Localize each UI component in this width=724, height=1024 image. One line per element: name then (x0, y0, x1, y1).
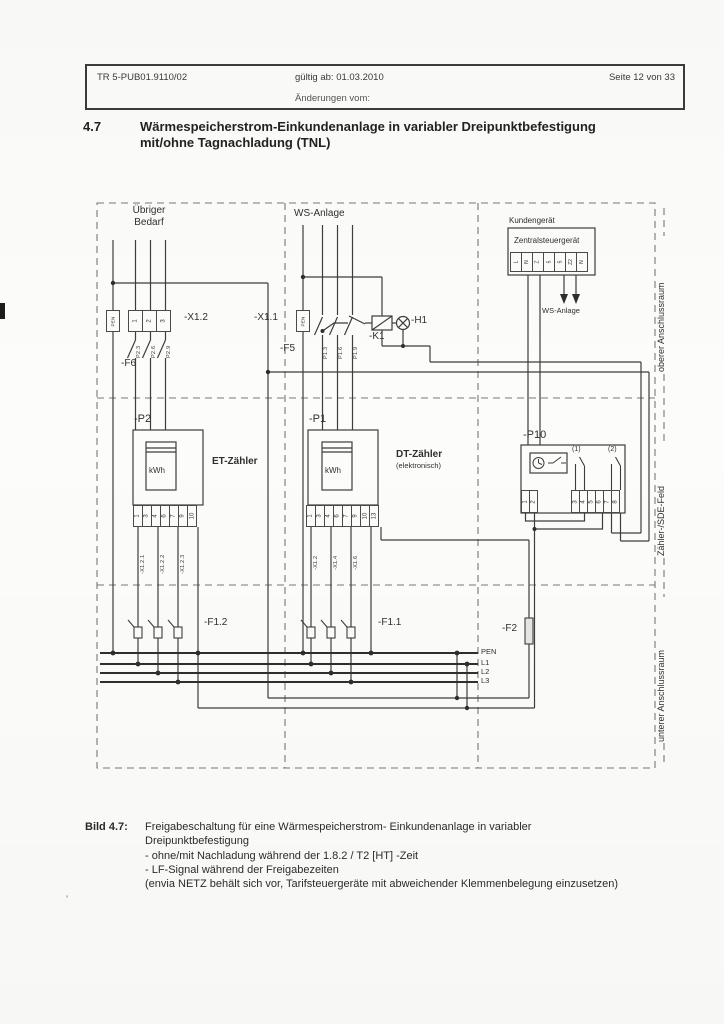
x12-terminal: 3 (156, 310, 171, 332)
p10-contact1-label: (1) (572, 446, 581, 453)
pen-bus-label: PEN (481, 647, 497, 656)
caption-line3: - ohne/mit Nachladung während der 1.8.2 … (145, 849, 419, 862)
ws-anlage-arrows (560, 294, 580, 304)
x12-terminal-strip: 1 2 3 (128, 310, 171, 332)
p10-terminal: 8 (611, 490, 620, 513)
uebriger-label-line2: Bedarf (134, 217, 164, 228)
p1-kwh-label: kWh (325, 466, 341, 475)
x12-label: -X1.2 (184, 312, 208, 323)
f6-wire-label: P2.9 (166, 345, 172, 358)
l2-bus-label: L2 (481, 667, 490, 676)
p2-terminal-strip: 1 3 4 6 7 9 10 (133, 505, 197, 527)
dt-zaehler-sub-label: (elektronisch) (396, 461, 442, 470)
zsg-label: Zentralsteuergerät (514, 236, 580, 245)
uebriger-bedarf-label: Übriger Bedarf (116, 205, 182, 229)
page-number: Seite 12 von 33 (608, 72, 675, 83)
ws-anlage-label: WS-Anlage (294, 208, 345, 219)
caption-text: Freigabeschaltung für eine Wärmespeicher… (145, 820, 618, 891)
x12-terminal: 1 (128, 310, 143, 332)
section-title-line1: Wärmespeicherstrom-Einkundenanlage in va… (140, 119, 596, 134)
p10-contacts (574, 456, 622, 490)
wires (112, 225, 650, 709)
caption-line2: Dreipunktbefestigung (145, 835, 249, 848)
p10-terminal: 2 (529, 490, 538, 513)
f2-fuse-body (524, 617, 534, 645)
x12-terminal: 2 (142, 310, 157, 332)
diagram-frame (96, 202, 665, 769)
p1-terminal: 13 (369, 505, 379, 527)
p2-terminal: 10 (187, 505, 197, 527)
valid-from: gültig ab: 01.03.2010 (295, 72, 384, 83)
p2-kwh-label: kWh (149, 466, 165, 475)
scan-artifact (0, 303, 5, 319)
caption-line1: Freigabeschaltung für eine Wärmespeicher… (145, 821, 532, 833)
x11-label: -X1.1 (254, 312, 278, 323)
p10-terminal-strip-left: 1 2 (521, 490, 538, 513)
busbars (100, 652, 478, 683)
f2-label: -F2 (502, 623, 517, 634)
p10-contact2-label: (2) (608, 446, 617, 453)
caption-line5: (envia NETZ behält sich vor, Tarifsteuer… (145, 878, 619, 891)
f6-wire-label: P2.3 (136, 345, 142, 358)
clock-icon (532, 456, 566, 469)
f5-wire-label: P1.3 (323, 346, 329, 359)
caption-label: Bild 4.7: (85, 821, 128, 833)
x11-pen-terminal: PEN (296, 310, 310, 332)
section-number: 4.7 (83, 119, 102, 134)
kundengeraet-label: Kundengerät (509, 216, 555, 225)
k1-label: -K1 (369, 331, 385, 342)
f11-label: -F1.1 (378, 617, 402, 628)
h1-lamp-icon (395, 315, 411, 331)
scan-mark: ’ (66, 894, 68, 904)
f5-label: -F5 (280, 343, 295, 354)
p10-box (520, 444, 626, 514)
uebriger-label-line1: Übriger (132, 205, 166, 216)
zone-label-unterer-anschlussraum: unterer Anschlussraum (656, 649, 666, 742)
et-zaehler-label: ET-Zähler (212, 456, 258, 467)
x12-pen-terminal: PEN (106, 310, 120, 332)
zone-label-oberer-anschlussraum: oberer Anschlussraum (656, 282, 666, 372)
p10-label: -P10 (523, 429, 547, 441)
p1-wire-label: -X1.6 (353, 555, 359, 570)
dt-zaehler-label: DT-Zähler (396, 449, 443, 460)
p2-wire-label: -X1.2.3 (180, 554, 186, 574)
l3-bus-label: L3 (481, 676, 490, 685)
zone-label-zaehler-sde-feld: Zähler-/SDE-Feld (656, 485, 666, 556)
junction-dots (110, 274, 537, 711)
p2-register (145, 441, 177, 491)
section-title: Wärmespeicherstrom-Einkundenanlage in va… (140, 119, 596, 150)
p1-wire-label: -X1.2 (313, 555, 319, 570)
p2-wire-label: -X1.2.1 (140, 554, 146, 574)
f6-wire-label: P2.6 (151, 345, 157, 358)
zsg-terminal-strip: L N Z 5 5 Z2 N (510, 252, 588, 272)
section-title-line2: mit/ohne Tagnachladung (TNL) (140, 134, 331, 150)
f5-wire-label: P1.9 (353, 346, 359, 359)
p1-wire-label: -X1.4 (333, 555, 339, 570)
p1-terminal-strip: 1 3 4 6 7 9 10 13 (306, 505, 379, 527)
p2-label: -P2 (134, 413, 152, 425)
p2-wire-label: -X1.2.2 (160, 554, 166, 574)
caption-line4: - LF-Signal während der Freigabezeiten (145, 863, 339, 876)
f12-label: -F1.2 (204, 617, 228, 628)
zsg-terminal: N (576, 252, 588, 272)
l1-bus-label: L1 (481, 658, 490, 667)
f5-wire-label: P1.6 (338, 346, 344, 359)
p1-register (321, 441, 353, 491)
fuse-symbols (127, 617, 534, 645)
document-header-box: TR 5-PUB01.9110/02 gültig ab: 01.03.2010… (85, 64, 685, 110)
f6-label: -F6 (121, 358, 136, 369)
ws-anlage-arrow-label: WS-Anlage (542, 306, 580, 315)
p1-label: -P1 (309, 413, 327, 425)
changes-label: Änderungen vom: (295, 93, 370, 104)
h1-label: -H1 (411, 315, 428, 326)
p10-terminal-strip-right: 3 4 5 6 7 8 (571, 490, 620, 513)
switch-icon (548, 456, 566, 464)
doc-id: TR 5-PUB01.9110/02 (97, 72, 188, 83)
